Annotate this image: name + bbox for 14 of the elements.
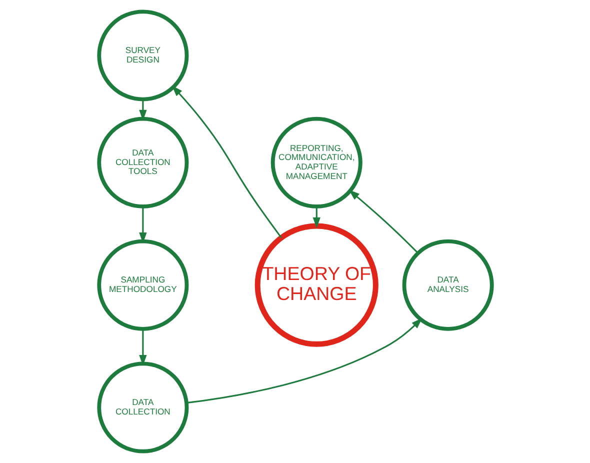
arrow <box>186 318 422 404</box>
arrow <box>138 206 146 244</box>
node-circle: SAMPLING METHODOLOGY <box>96 239 188 331</box>
node-circle: REPORTING, COMMUNICATION, ADAPTIVE MANAGEMENT <box>270 116 362 208</box>
node-circle: DATA COLLECTION <box>96 362 188 454</box>
node-circle: THEORY OF CHANGE <box>254 223 378 347</box>
arrow <box>171 85 282 238</box>
arrow <box>138 329 146 366</box>
node-circle: DATA COLLECTION TOOLS <box>96 116 188 208</box>
node-circle: SURVEY DESIGN <box>96 10 188 102</box>
node-circle: DATA ANALYSIS <box>402 239 494 331</box>
arrow <box>138 100 146 121</box>
arrow <box>348 190 418 254</box>
arrow <box>312 206 320 228</box>
